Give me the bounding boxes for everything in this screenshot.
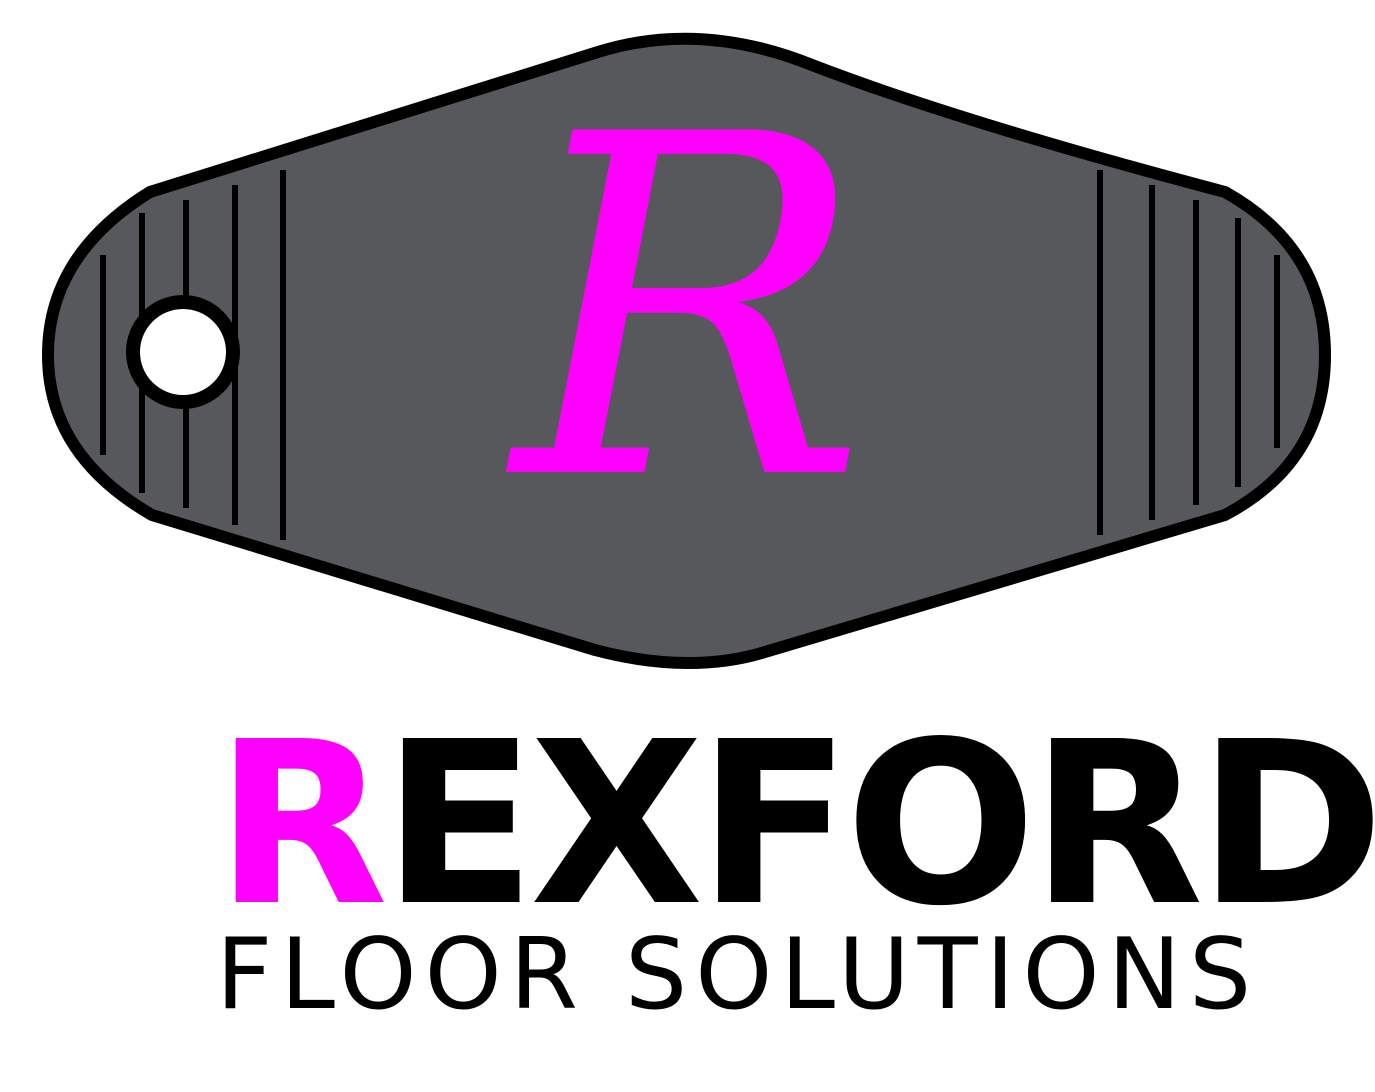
key-tag-logo: R xyxy=(42,32,1331,669)
brand-name-rest: EXFORD xyxy=(382,694,1375,956)
key-tag-icon xyxy=(42,32,1331,669)
brand-name-first-letter: R xyxy=(215,694,388,956)
monogram-letter: R xyxy=(506,36,867,583)
brand-name: REXFORD xyxy=(215,713,1375,938)
right-grip-lines xyxy=(1097,170,1280,535)
brand-tagline: FLOOR SOLUTIONS xyxy=(216,918,1260,1032)
tag-hole-icon xyxy=(126,295,240,409)
